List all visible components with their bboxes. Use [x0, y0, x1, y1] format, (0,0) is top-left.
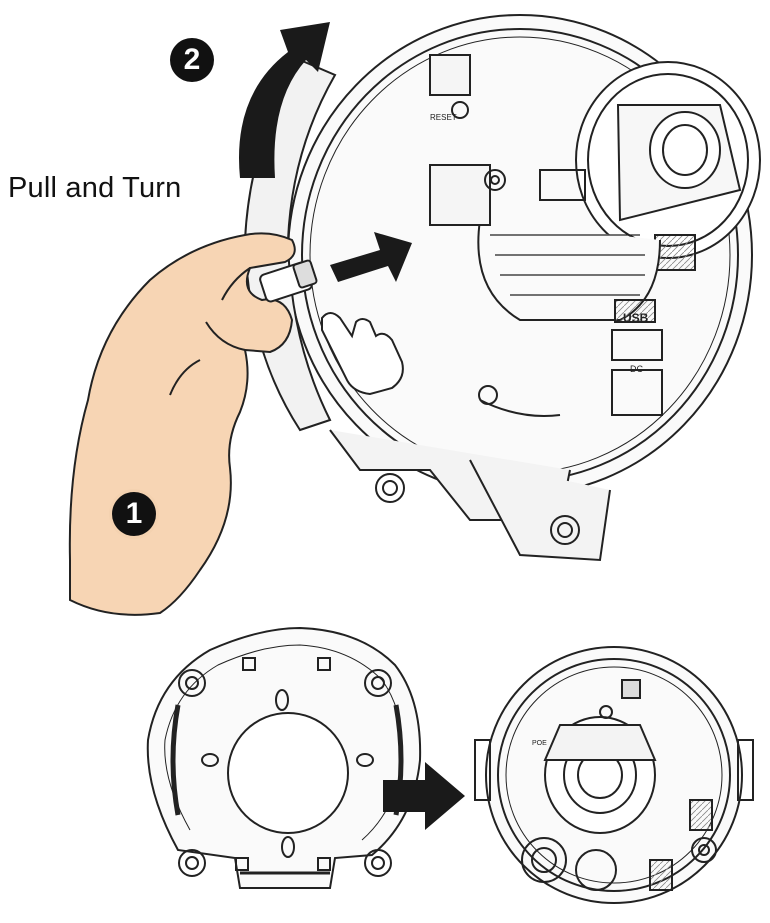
dc-label-top: DC [630, 364, 643, 374]
rotate-arrow-icon [239, 22, 330, 178]
usb-label-top: USB [623, 311, 649, 325]
poe-label-bottom: POE [532, 740, 547, 747]
camera-front-view [474, 646, 754, 904]
mounting-plate [146, 626, 422, 889]
reset-label-top: RESET [430, 113, 457, 122]
pointing-hand-icon [321, 312, 404, 396]
step-1-badge: 1 [112, 492, 156, 536]
camera-assembly-top [208, 14, 761, 562]
pull-and-turn-label: Pull and Turn [8, 172, 182, 204]
install-arrow-icon [383, 762, 465, 830]
push-arrow-icon [330, 232, 412, 282]
holding-hand [68, 232, 318, 616]
step-2-badge: 2 [170, 38, 214, 82]
